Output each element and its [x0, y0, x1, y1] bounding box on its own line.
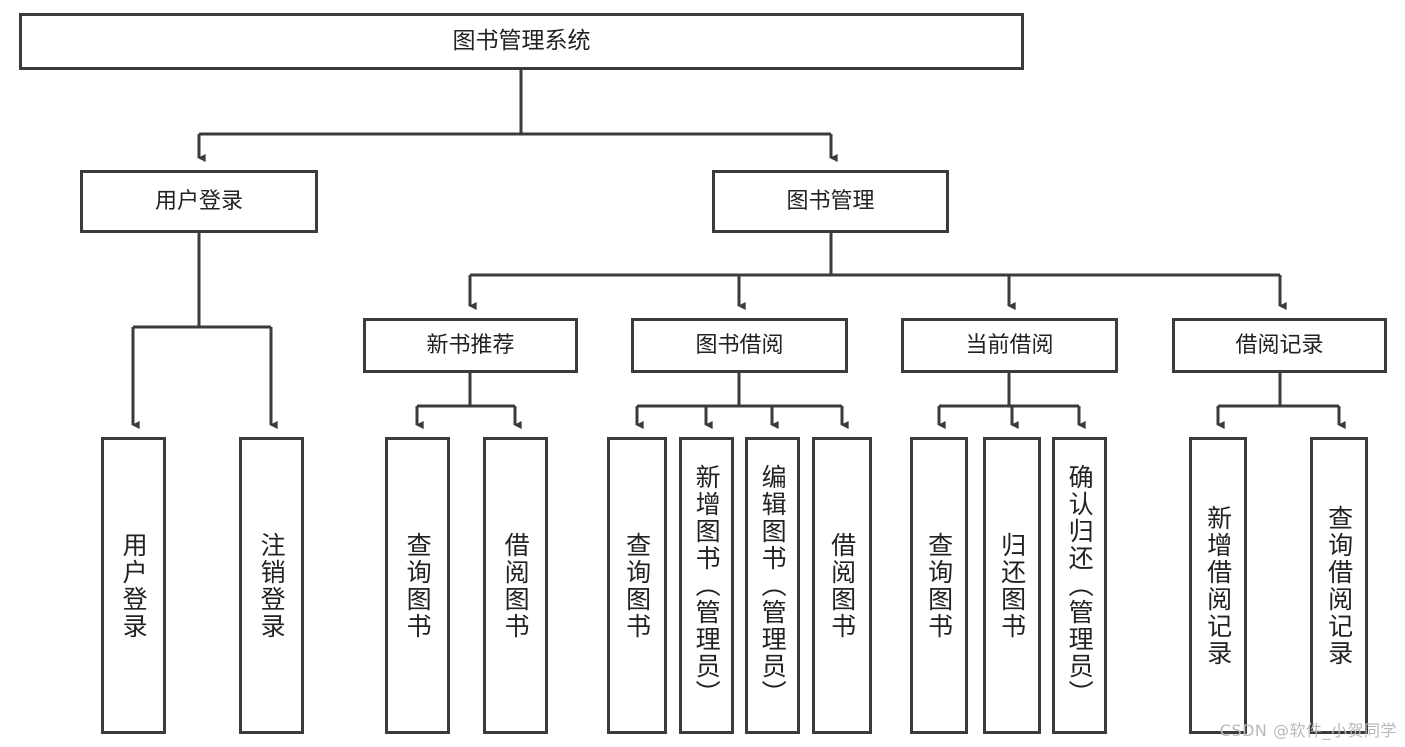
leaf-user-login[interactable]: 用户登录	[101, 437, 166, 734]
leaf-nb-query-book-label: 查询图书	[403, 531, 433, 640]
node-book-management-label: 图书管理	[786, 188, 875, 214]
leaf-user-login-label: 用户登录	[119, 531, 149, 640]
leaf-cb-return-book[interactable]: 归还图书	[983, 437, 1041, 734]
csdn-watermark: CSDN @软件_小贺同学	[1219, 721, 1397, 740]
node-borrow-record-label: 借阅记录	[1235, 332, 1324, 358]
node-borrow-record[interactable]: 借阅记录	[1172, 318, 1387, 373]
node-book-management[interactable]: 图书管理	[712, 170, 949, 233]
leaf-br-add-record[interactable]: 新增借阅记录	[1189, 437, 1247, 734]
node-new-book-recommend-label: 新书推荐	[426, 332, 515, 358]
leaf-bb-query-book[interactable]: 查询图书	[607, 437, 667, 734]
leaf-br-add-record-label: 新增借阅记录	[1203, 504, 1233, 667]
leaf-logout-label: 注销登录	[257, 531, 287, 640]
leaf-bb-add-book-admin-label: 新增图书（管理员）	[692, 464, 722, 707]
node-user-login-label: 用户登录	[154, 188, 243, 214]
leaf-bb-edit-book-admin[interactable]: 编辑图书（管理员）	[745, 437, 800, 734]
leaf-nb-query-book[interactable]: 查询图书	[385, 437, 450, 734]
leaf-nb-borrow-book-label: 借阅图书	[501, 531, 531, 640]
node-new-book-recommend[interactable]: 新书推荐	[363, 318, 578, 373]
leaf-bb-borrow-book[interactable]: 借阅图书	[812, 437, 872, 734]
leaf-logout[interactable]: 注销登录	[239, 437, 304, 734]
leaf-cb-query-book-label: 查询图书	[924, 531, 954, 640]
node-book-borrow[interactable]: 图书借阅	[631, 318, 848, 373]
node-root-label: 图书管理系统	[452, 28, 591, 55]
node-current-borrow-label: 当前借阅	[965, 332, 1054, 358]
leaf-br-query-record-label: 查询借阅记录	[1324, 504, 1354, 667]
node-user-login[interactable]: 用户登录	[80, 170, 318, 233]
node-root[interactable]: 图书管理系统	[19, 13, 1024, 70]
leaf-nb-borrow-book[interactable]: 借阅图书	[483, 437, 548, 734]
leaf-cb-query-book[interactable]: 查询图书	[910, 437, 968, 734]
leaf-bb-borrow-book-label: 借阅图书	[827, 531, 857, 640]
leaf-br-query-record[interactable]: 查询借阅记录	[1310, 437, 1368, 734]
leaf-cb-return-book-label: 归还图书	[997, 531, 1027, 640]
leaf-cb-confirm-return-admin-label: 确认归还（管理员）	[1065, 464, 1095, 707]
node-book-borrow-label: 图书借阅	[695, 332, 784, 358]
node-current-borrow[interactable]: 当前借阅	[901, 318, 1118, 373]
leaf-bb-add-book-admin[interactable]: 新增图书（管理员）	[679, 437, 734, 734]
leaf-bb-edit-book-admin-label: 编辑图书（管理员）	[758, 464, 788, 707]
leaf-cb-confirm-return-admin[interactable]: 确认归还（管理员）	[1052, 437, 1107, 734]
leaf-bb-query-book-label: 查询图书	[622, 531, 652, 640]
